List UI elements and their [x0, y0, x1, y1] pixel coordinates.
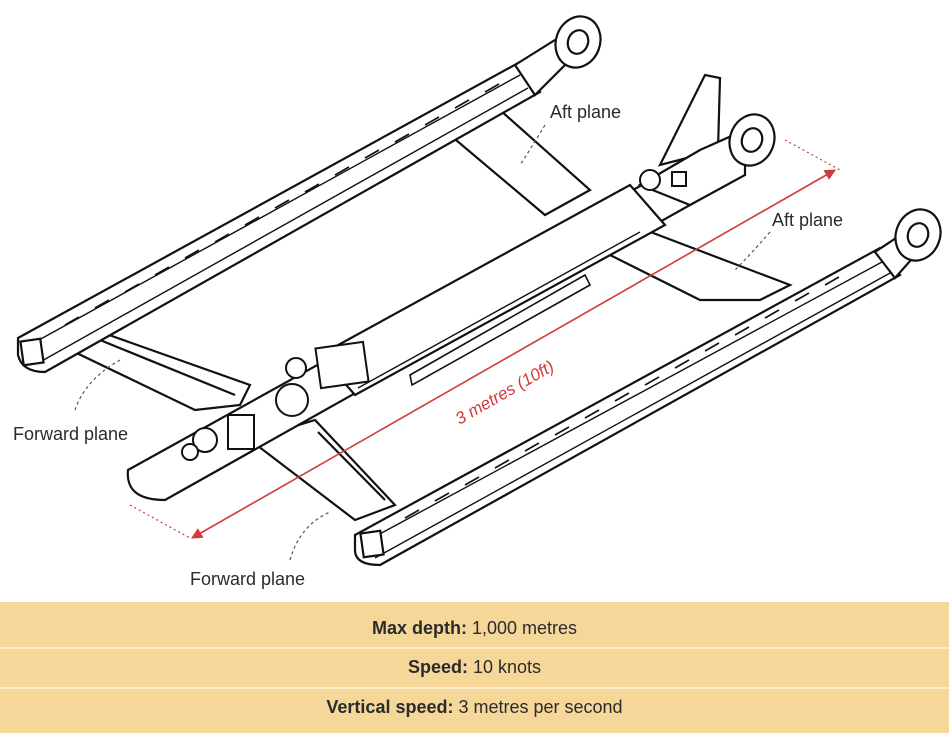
- forward-plane-bottom-label: Forward plane: [190, 569, 306, 589]
- forward-plane-left-label: Forward plane: [13, 424, 129, 444]
- spec-row-max-depth: Max depth: 1,000 metres: [0, 610, 949, 646]
- label-leaders: [74, 124, 771, 561]
- central-hull: [126, 173, 692, 502]
- spec-divider: [0, 647, 949, 649]
- spec-label: Speed:: [407, 656, 468, 677]
- spec-label: Max depth:: [371, 617, 467, 638]
- vehicle-diagram: [16, 15, 942, 567]
- left-pontoon-tail: [513, 15, 602, 97]
- spec-row-vertical-speed: Vertical speed: 3 metres per second: [0, 689, 949, 725]
- spec-value: 10 knots: [472, 656, 542, 677]
- aft-plane-right-label: Aft plane: [772, 210, 844, 230]
- aft-plane-top-label: Aft plane: [550, 102, 622, 122]
- right-pontoon-tail: [873, 208, 942, 280]
- left-pontoon-vents: [64, 83, 500, 326]
- specs-band: Max depth: 1,000 metres Speed: 10 knots …: [0, 602, 949, 733]
- spec-row-speed: Speed: 10 knots: [0, 649, 949, 685]
- spec-divider: [0, 687, 949, 689]
- dimension-line: [129, 139, 841, 539]
- spec-value: 1,000 metres: [471, 617, 578, 638]
- spec-label: Vertical speed:: [326, 696, 454, 717]
- spec-value: 3 metres per second: [458, 696, 623, 717]
- hull-tail-fin: [637, 73, 776, 207]
